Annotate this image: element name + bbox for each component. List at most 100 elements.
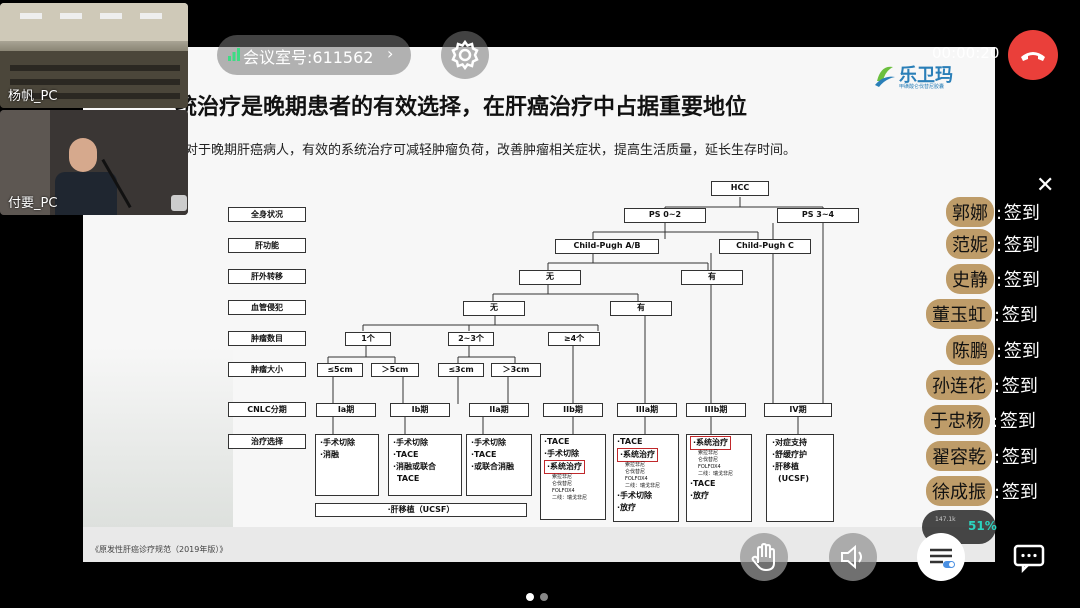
node-count-1: 1个: [345, 332, 391, 346]
drug-line: FOLFOX4: [625, 476, 648, 482]
node-extrahepatic-yes: 有: [681, 270, 743, 285]
stage-iiib: IIIb期: [686, 403, 746, 417]
treatment-line: ·对症支持: [772, 438, 808, 447]
drug-line: FOLFOX4: [552, 488, 575, 494]
row-label-cnlc-stage: CNLC分期: [228, 402, 306, 417]
treatment-line: ·TACE: [690, 479, 716, 488]
row-label-vascular: 血管侵犯: [228, 300, 306, 315]
participant-video-fuyao[interactable]: 付要_PC: [0, 110, 188, 215]
participant-video-yangfan[interactable]: 杨帆_PC: [0, 3, 188, 108]
row-label-general: 全身状况: [228, 207, 306, 222]
chat-text: : 签到: [996, 341, 1040, 362]
participant-name: 杨帆_PC: [8, 89, 58, 104]
treatment-line: ·手术切除: [471, 438, 507, 447]
chat-text: : 签到: [994, 447, 1038, 468]
row-label-treatment: 治疗选择: [228, 434, 306, 449]
node-size-le5: ≤5cm: [317, 363, 363, 377]
signal-strength-icon: [228, 48, 240, 61]
node-child-pugh-c: Child-Pugh C: [719, 239, 811, 254]
node-ps-0-2: PS 0~2: [624, 208, 706, 223]
drug-line: 索拉非尼: [625, 462, 646, 468]
chat-text: : 签到: [996, 235, 1040, 256]
treatment-line: ·TACE: [471, 450, 497, 459]
chat-text: : 签到: [994, 482, 1038, 503]
treatment-line: ·TACE: [393, 450, 419, 459]
chat-message: 于忠杨: 签到: [924, 405, 1036, 435]
chat-text: : 签到: [994, 305, 1038, 326]
treatment-ia-text: ·手术切除 ·消融: [320, 437, 355, 461]
chat-message: 陈鹏: 签到: [946, 335, 1040, 365]
treatment-iib: ·TACE ·手术切除 ·系统治疗 索拉非尼 仑伐替尼 FOLFOX4 二线：瑞…: [540, 434, 606, 520]
treatment-line: ·消融: [320, 450, 340, 459]
drug-line: 索拉非尼: [698, 450, 719, 456]
chat-message: 翟容乾: 签到: [926, 441, 1038, 471]
page-indicator: [526, 586, 554, 605]
participant-name: 付要_PC: [8, 196, 58, 211]
treatment-iia: ·手术切除 ·TACE ·或联合消融: [466, 434, 532, 496]
stage-iib: IIb期: [543, 403, 603, 417]
chat-message: 郭娜: 签到: [946, 197, 1040, 227]
speaker-volume-button[interactable]: [829, 533, 877, 581]
chat-message: 徐成振: 签到: [926, 476, 1038, 506]
treatment-line: ·肝移植: [772, 462, 800, 471]
treatment-iiib: ·系统治疗 索拉非尼 仑伐替尼 FOLFOX4 二线：瑞戈非尼 ·TACE ·放…: [686, 434, 752, 522]
logo-text: 乐卫玛: [899, 65, 953, 86]
treatment-iv-text: ·对症支持 ·舒缓疗护 ·肝移植 (UCSF): [772, 437, 809, 485]
treatment-line: ·手术切除: [617, 491, 653, 500]
chat-message: 董玉虹: 签到: [926, 299, 1038, 329]
chat-message: 史静: 签到: [946, 264, 1040, 294]
treatment-line: ·TACE: [544, 437, 570, 446]
meeting-room-id[interactable]: 会议室号:611562: [243, 48, 374, 67]
settings-button[interactable]: [441, 31, 489, 79]
hang-up-button[interactable]: [1008, 30, 1058, 80]
chat-sender: 史静: [946, 264, 994, 294]
chat-text: : 签到: [996, 203, 1040, 224]
chat-text: : 签到: [992, 411, 1036, 432]
treatment-iib-text: ·TACE ·手术切除 ·系统治疗 索拉非尼 仑伐替尼 FOLFOX4 二线：瑞…: [544, 436, 587, 502]
treatment-line: ·或联合消融: [471, 462, 515, 471]
page-dot-active: [526, 593, 534, 601]
speaker-head: [69, 138, 97, 172]
stage-iiia: IIIa期: [617, 403, 677, 417]
treatment-line: ·手术切除: [393, 438, 429, 447]
treatment-line: ·TACE: [617, 437, 643, 446]
call-timer: 00:00:20: [932, 44, 1000, 62]
hand-icon: [751, 542, 775, 572]
speaker-figure: [55, 138, 117, 215]
row-label-liver-function: 肝功能: [228, 238, 306, 253]
node-hcc: HCC: [711, 181, 769, 196]
participant-badge-icon: [171, 195, 187, 211]
chat-sender: 翟容乾: [926, 441, 992, 471]
raise-hand-button[interactable]: [740, 533, 788, 581]
drug-line: 二线：瑞戈非尼: [625, 483, 661, 489]
row-label-tumor-size: 肿瘤大小: [228, 362, 306, 377]
treatment-line: ·手术切除: [544, 449, 580, 458]
chat-sender: 范妮: [946, 229, 994, 259]
node-child-pugh-ab: Child-Pugh A/B: [555, 239, 659, 254]
node-size-gt5: ＞5cm: [371, 363, 419, 377]
stage-ib: Ib期: [390, 403, 450, 417]
chat-sender: 孙连花: [926, 370, 992, 400]
treatment-line: (UCSF): [778, 474, 810, 483]
chat-button[interactable]: [1005, 533, 1053, 581]
subtitle-toggle-button[interactable]: [917, 533, 965, 581]
shared-slide: 统治疗是晚期患者的有效选择，在肝癌治疗中占据重要地位 对于晚期肝癌病人，有效的系…: [83, 47, 995, 562]
chat-message: 孙连花: 签到: [926, 370, 1038, 400]
node-size-le3: ≤3cm: [438, 363, 484, 377]
chat-sender: 徐成振: [926, 476, 992, 506]
chevron-right-icon[interactable]: ›: [387, 44, 394, 63]
node-extrahepatic-no: 无: [519, 270, 581, 285]
treatment-iv: ·对症支持 ·舒缓疗护 ·肝移植 (UCSF): [766, 434, 834, 522]
meeting-id-pill[interactable]: [217, 35, 411, 75]
chat-text: : 签到: [996, 270, 1040, 291]
speaker-suit: [55, 172, 117, 215]
close-icon[interactable]: ✕: [1036, 173, 1055, 198]
drug-line: 索拉非尼: [552, 474, 573, 480]
row-label-tumor-count: 肿瘤数目: [228, 331, 306, 346]
node-count-4plus: ≥4个: [548, 332, 600, 346]
logo-mark-icon: [875, 66, 895, 87]
node-count-2-3: 2~3个: [448, 332, 494, 346]
treatment-line: ·舒缓疗护: [772, 450, 808, 459]
systemic-therapy-highlight: ·系统治疗: [690, 436, 732, 450]
chat-sender: 董玉虹: [926, 299, 992, 329]
